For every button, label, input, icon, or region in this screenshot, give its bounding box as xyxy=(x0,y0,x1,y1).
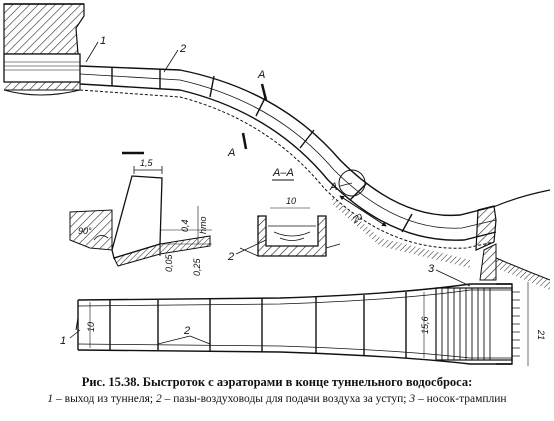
leader-lines xyxy=(69,41,471,345)
legend-num-3: 3 xyxy=(409,393,416,405)
caption-title: Рис. 15.38. Быстроток с аэраторами в кон… xyxy=(81,375,473,389)
section-a-a xyxy=(239,179,341,257)
dim-plan-mid: 15,6 xyxy=(420,316,430,334)
label-section-title: A–A xyxy=(272,167,294,179)
dim-aerator-spacing: 20 xyxy=(350,212,365,226)
dim-section-width: 10 xyxy=(286,196,296,206)
figure-caption: Рис. 15.38. Быстроток с аэраторами в кон… xyxy=(0,374,554,407)
legend-num-1: 1 xyxy=(47,393,54,405)
label-1-tunnel-exit: 1 xyxy=(100,35,106,47)
plan-view xyxy=(75,282,529,366)
label-a-detail: A xyxy=(329,181,337,193)
dim-angle: 90° xyxy=(78,226,92,236)
label-2-section: 2 xyxy=(227,251,234,263)
section-cut-marks xyxy=(241,83,268,150)
label-3-flip-bucket: 3 xyxy=(428,263,435,275)
dim-slot-width: 1,5 xyxy=(140,158,154,168)
dim-plan-start: 10 xyxy=(86,322,96,332)
caption-legend: 1 – выход из туннеля; 2 – пазы-воздухово… xyxy=(0,391,554,407)
aerator-spacing-dim xyxy=(339,195,387,227)
aerator-detail xyxy=(69,151,212,267)
legend-text-2: – пазы-воздуховоды для подачи воздуха за… xyxy=(161,393,410,405)
legend-num-2: 2 xyxy=(155,393,162,405)
dim-hmo: hmo xyxy=(198,216,208,234)
legend-text-3: – носок-трамплин xyxy=(415,393,507,405)
label-2-profile: 2 xyxy=(179,43,186,55)
label-2-plan: 2 xyxy=(183,325,190,337)
chute-profile xyxy=(79,65,551,290)
label-a-upper: A xyxy=(257,69,265,81)
tunnel-rock xyxy=(3,3,85,96)
spillway-drawing: 1 2 A A A A–A 2 3 1 2 1,5 90° 0,4 hmo 0,… xyxy=(3,3,551,366)
legend-text-1: – выход из туннеля; xyxy=(53,393,156,405)
drawing-labels: 1 2 A A A A–A 2 3 1 2 1,5 90° 0,4 hmo 0,… xyxy=(60,35,546,347)
dim-005: 0,05 xyxy=(164,253,174,272)
dim-025: 0,25 xyxy=(192,257,202,276)
dim-plan-end: 21 xyxy=(536,329,546,340)
label-a-lower: A xyxy=(227,147,235,159)
dim-04: 0,4 xyxy=(180,219,190,232)
label-1-plan: 1 xyxy=(60,335,66,347)
